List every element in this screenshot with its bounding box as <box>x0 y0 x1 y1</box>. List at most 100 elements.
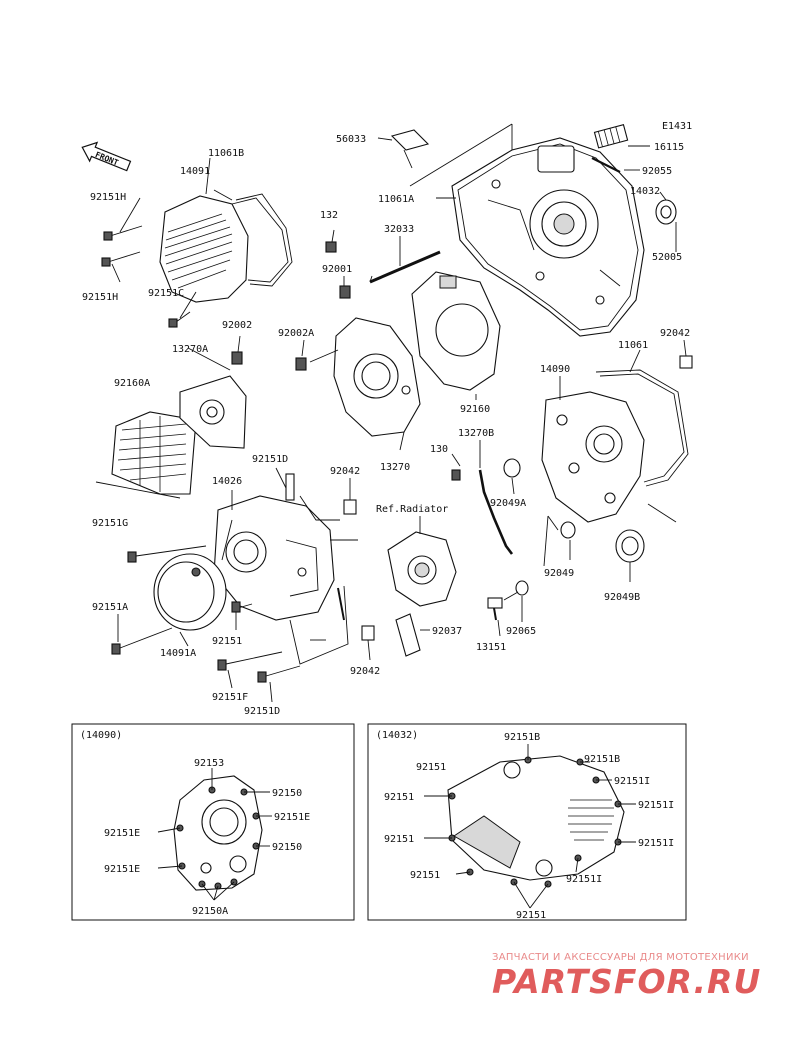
label-inset-92151I-b: 92151I <box>638 800 674 811</box>
inset-cover-fins <box>568 799 614 841</box>
seal-92049A-icon <box>503 458 521 478</box>
label-16115: 16115 <box>654 142 684 153</box>
label-inset-92150-a: 92150 <box>272 788 302 799</box>
label-inset-92151B-a: 92151B <box>504 732 540 743</box>
label-92151A: 92151A <box>92 602 128 613</box>
label-11061: 11061 <box>618 340 648 351</box>
label-130: 130 <box>430 444 448 455</box>
watermark-tagline: ЗАПЧАСТИ И АКСЕССУАРЫ ДЛЯ МОТОТЕХНИКИ <box>492 952 749 963</box>
guard-92160A <box>111 411 197 495</box>
dowel-92042-c-icon <box>361 625 375 641</box>
label-inset-92150-b: 92150 <box>272 842 302 853</box>
washer-92065-icon <box>515 580 529 596</box>
label-92002: 92002 <box>222 320 252 331</box>
label-inset-92151-b: 92151 <box>384 792 414 803</box>
label-92049B: 92049B <box>604 592 640 603</box>
label-92037: 92037 <box>432 626 462 637</box>
inset-right-cover <box>447 755 625 888</box>
seal-92049B-icon <box>615 529 645 563</box>
label-13270B: 13270B <box>458 428 494 439</box>
diagram-code: E1431 <box>662 121 692 132</box>
bolt-132-icon <box>325 241 337 253</box>
label-32033: 32033 <box>384 224 414 235</box>
label-92049: 92049 <box>544 568 574 579</box>
housing-14026 <box>213 495 335 621</box>
label-92151H-a: 92151H <box>90 192 126 203</box>
label-inset-92151-a: 92151 <box>416 762 446 773</box>
label-92151: 92151 <box>212 636 242 647</box>
bolt-92151A-icon <box>111 643 121 655</box>
seal-92049-icon <box>560 521 576 539</box>
label-92042-c: 92042 <box>350 666 380 677</box>
inset-left-cover <box>173 775 263 891</box>
label-14091: 14091 <box>180 166 210 177</box>
bolt-92001-icon <box>339 285 351 299</box>
label-inset-92151-c: 92151 <box>384 834 414 845</box>
label-92001: 92001 <box>322 264 352 275</box>
label-92151D-a: 92151D <box>252 454 288 465</box>
label-92042-b: 92042 <box>330 466 360 477</box>
filter-16115 <box>593 123 629 149</box>
label-92151F: 92151F <box>212 692 248 703</box>
label-92065: 92065 <box>506 626 536 637</box>
label-92151H-b: 92151H <box>82 292 118 303</box>
label-56033: 56033 <box>336 134 366 145</box>
label-inset-92151-e: 92151 <box>516 910 546 921</box>
sensor-13151 <box>487 597 503 621</box>
bolt-92151-icon <box>231 601 241 613</box>
label-14026: 14026 <box>212 476 242 487</box>
label-inset-92151E-l1: 92151E <box>104 828 140 839</box>
label-inset-92153: 92153 <box>194 758 224 769</box>
label-92002A: 92002A <box>278 328 314 339</box>
label-13151: 13151 <box>476 642 506 653</box>
front-arrow-icon: FRONT <box>81 141 132 172</box>
label-92042-a: 92042 <box>660 328 690 339</box>
label-92160A: 92160A <box>114 378 150 389</box>
label-plate-56033 <box>390 129 430 151</box>
watermark-logo: PARTSFOR.RU <box>492 962 762 1001</box>
cap-92002-icon <box>231 351 243 365</box>
hose-92037 <box>395 613 421 657</box>
label-14032: 14032 <box>630 186 660 197</box>
dowel-92042-icon <box>679 355 693 369</box>
label-52005: 52005 <box>652 252 682 263</box>
label-132: 132 <box>320 210 338 221</box>
label-inset-92151I-d: 92151I <box>566 874 602 885</box>
guard-92160 <box>411 271 501 391</box>
inset-right-frame <box>367 723 687 921</box>
label-11061A: 11061A <box>378 194 414 205</box>
label-92049A: 92049A <box>490 498 526 509</box>
label-14091A: 14091A <box>160 648 196 659</box>
label-92160: 92160 <box>460 404 490 415</box>
radiator-housing <box>387 531 457 607</box>
label-92151G: 92151G <box>92 518 128 529</box>
bolt-92151F-icon <box>217 659 227 671</box>
bolt-92151D-b-icon <box>257 671 267 683</box>
seal-52005 <box>655 199 677 225</box>
label-92151D-b: 92151D <box>244 706 280 717</box>
cover-14091A <box>153 553 227 631</box>
label-inset-92151I-a: 92151I <box>614 776 650 787</box>
cover-13270 <box>333 317 421 437</box>
inset-left-title: (14090) <box>80 730 122 741</box>
plate-13270A <box>179 375 247 449</box>
bolt-130-icon <box>451 469 461 481</box>
cap-92002A-icon <box>295 357 307 371</box>
label-13270A: 13270A <box>172 344 208 355</box>
clutch-cover-14032 <box>451 137 645 337</box>
bolt-92151D-icon <box>285 473 295 501</box>
bolt-icon <box>101 225 191 328</box>
label-inset-92150A: 92150A <box>192 906 228 917</box>
cover-14091 <box>159 193 293 303</box>
label-inset-92151I-c: 92151I <box>638 838 674 849</box>
water-pump-cover-14090 <box>541 391 645 523</box>
label-ref-radiator: Ref.Radiator <box>376 504 448 515</box>
inset-left-frame <box>71 723 355 921</box>
label-inset-92151B-b: 92151B <box>584 754 620 765</box>
cover-fins <box>164 213 233 289</box>
label-14090: 14090 <box>540 364 570 375</box>
label-92055: 92055 <box>642 166 672 177</box>
dowel-92042-b-icon <box>343 499 357 515</box>
inset-right-title: (14032) <box>376 730 418 741</box>
